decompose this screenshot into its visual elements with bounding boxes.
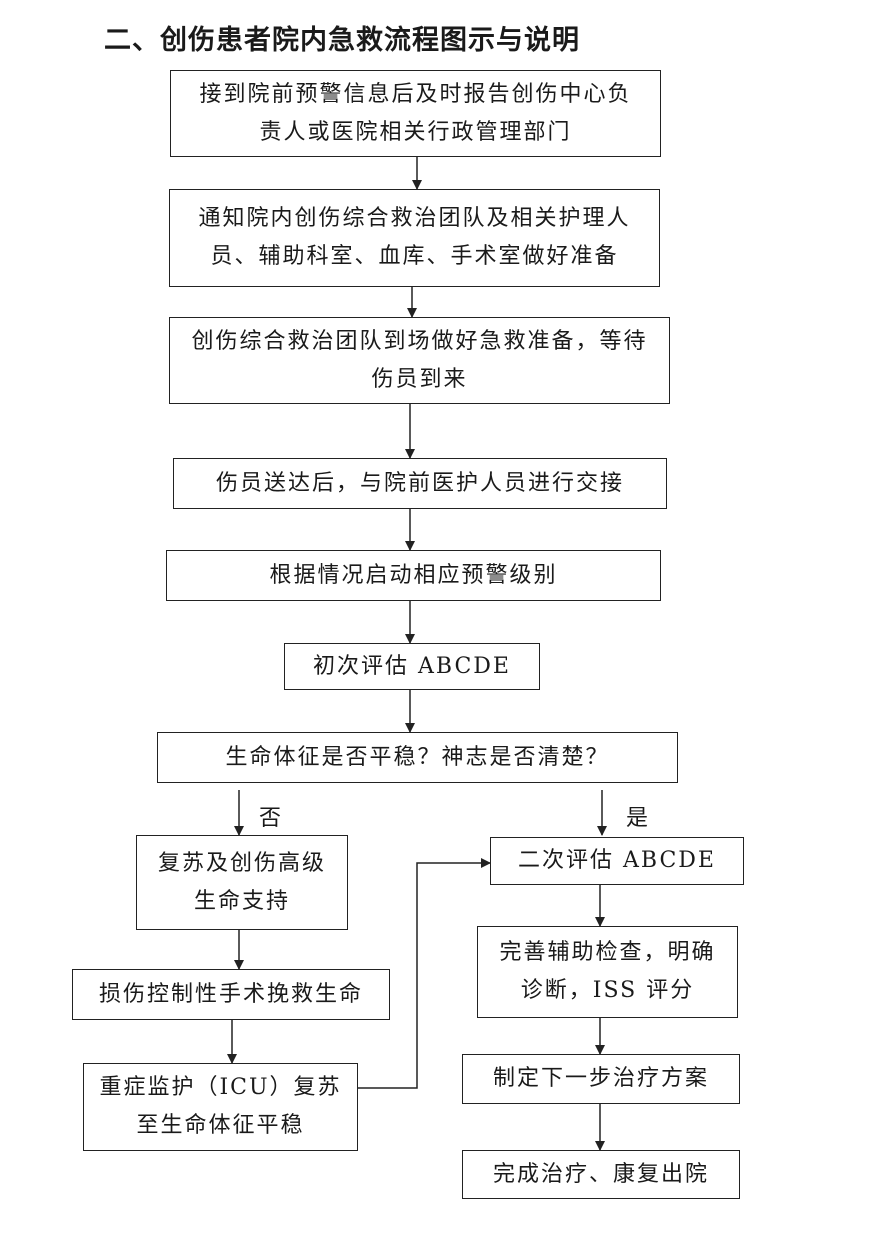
step-text: 通知院内创伤综合救治团队及相关护理人员、辅助科室、血库、手术室做好准备 xyxy=(198,206,631,269)
step-text: 完善辅助检查，明确诊断，ISS 评分 xyxy=(499,940,716,1003)
step-text: 制定下一步治疗方案 xyxy=(492,1066,709,1091)
step-text: 生命体征是否平稳？神志是否清楚？ xyxy=(225,744,610,770)
step-text: 完成治疗、康复出院 xyxy=(492,1161,709,1187)
step-discharge: 完成治疗、康复出院 xyxy=(462,1150,740,1199)
step-primary-assessment: 初次评估 ABCDE xyxy=(284,643,540,690)
step-activate-alert-level: 根据情况启动相应预警级别 xyxy=(166,550,661,601)
step-text: 重症监护（ICU）复苏至生命体征平稳 xyxy=(99,1075,342,1138)
step-text: 二次评估 ABCDE xyxy=(518,848,716,873)
step-secondary-assessment: 二次评估 ABCDE xyxy=(490,837,744,885)
step-team-ready: 创伤综合救治团队到场做好急救准备，等待伤员到来 xyxy=(169,317,670,404)
step-text: 根据情况启动相应预警级别 xyxy=(269,562,558,588)
step-text: 创伤综合救治团队到场做好急救准备，等待伤员到来 xyxy=(191,328,648,392)
step-damage-control-surgery: 损伤控制性手术挽救生命 xyxy=(72,969,390,1020)
step-report-to-trauma-center: 接到院前预警信息后及时报告创伤中心负责人或医院相关行政管理部门 xyxy=(170,70,661,157)
step-text: 初次评估 ABCDE xyxy=(313,653,511,679)
step-text: 复苏及创伤高级生命支持 xyxy=(157,850,326,914)
step-auxiliary-exams-diagnosis: 完善辅助检查，明确诊断，ISS 评分 xyxy=(477,926,738,1018)
step-handover: 伤员送达后，与院前医护人员进行交接 xyxy=(173,458,667,509)
page-title: 二、创伤患者院内急救流程图示与说明 xyxy=(104,25,580,56)
branch-label-no: 否 xyxy=(259,806,282,831)
step-notify-team: 通知院内创伤综合救治团队及相关护理人员、辅助科室、血库、手术室做好准备 xyxy=(169,189,660,287)
arrow-l3-r1 xyxy=(358,858,491,1089)
step-treatment-plan: 制定下一步治疗方案 xyxy=(462,1054,740,1104)
decision-vitals-stable: 生命体征是否平稳？神志是否清楚？ xyxy=(157,732,678,783)
step-text: 接到院前预警信息后及时报告创伤中心负责人或医院相关行政管理部门 xyxy=(199,81,632,145)
step-icu-resuscitation: 重症监护（ICU）复苏至生命体征平稳 xyxy=(83,1063,358,1151)
branch-label-yes: 是 xyxy=(626,806,649,831)
step-text: 损伤控制性手术挽救生命 xyxy=(98,981,363,1007)
step-text: 伤员送达后，与院前医护人员进行交接 xyxy=(215,470,624,496)
step-resuscitation-atls: 复苏及创伤高级生命支持 xyxy=(136,835,348,930)
